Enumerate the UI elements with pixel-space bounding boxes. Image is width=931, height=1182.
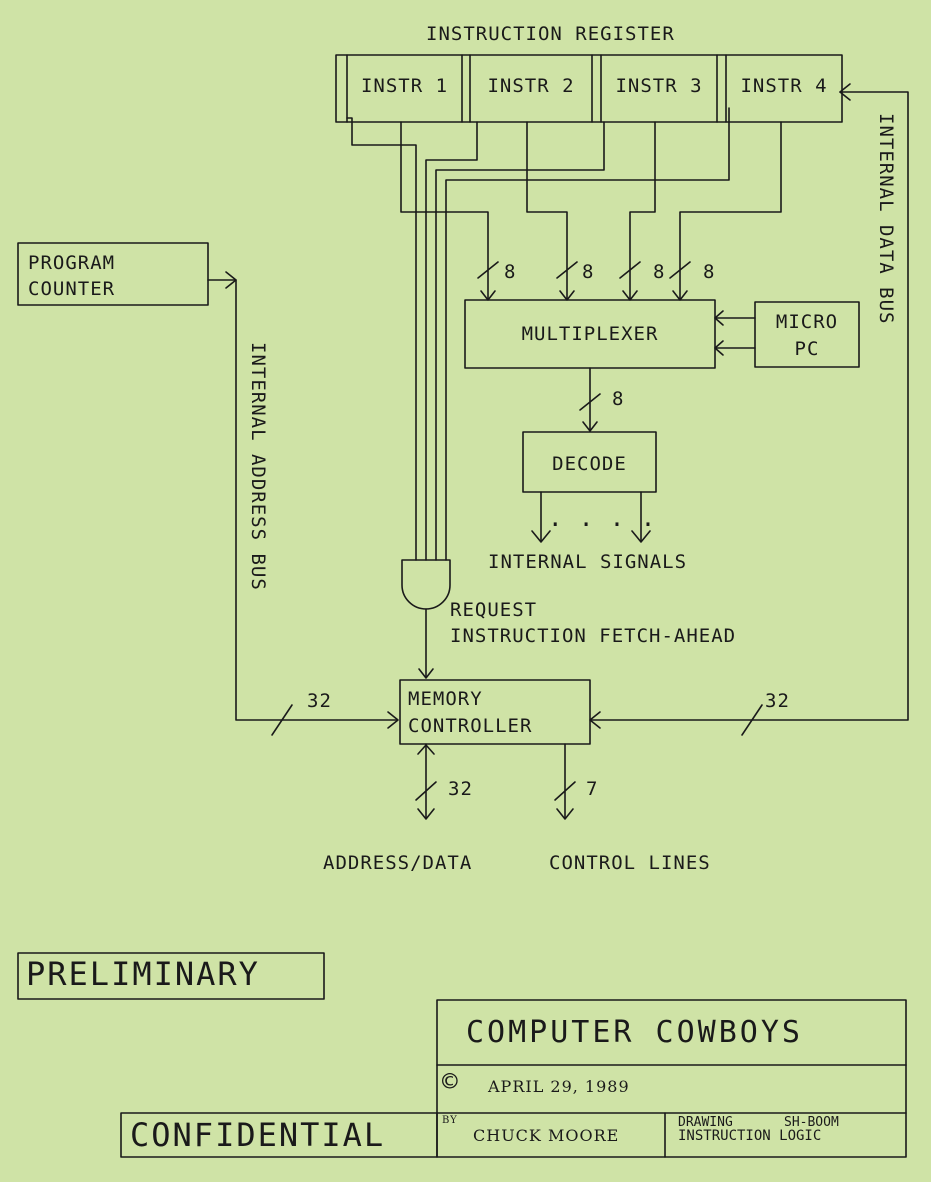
decode-bus-width: 8 — [612, 388, 625, 410]
request-label-2: INSTRUCTION FETCH-AHEAD — [450, 625, 737, 647]
memory-controller-label-2: CONTROLLER — [408, 715, 533, 737]
request-label-1: REQUEST — [450, 599, 538, 621]
instr-3-label: INSTR 3 — [615, 75, 703, 97]
instr-2-label: INSTR 2 — [487, 75, 575, 97]
author-name: CHUCK MOORE — [473, 1126, 620, 1145]
program-counter-box — [17, 242, 209, 306]
title-block — [436, 999, 907, 1158]
copyright-symbol: © — [442, 1067, 459, 1097]
drawing-date: APRIL 29, 1989 — [488, 1077, 630, 1096]
signal-dots: . . . . — [548, 504, 657, 532]
confidential-stamp: CONFIDENTIAL — [130, 1116, 386, 1154]
decode-box — [522, 431, 657, 493]
control-lines-output-label: CONTROL LINES — [549, 852, 711, 874]
internal-address-bus-label: INTERNAL ADDRESS BUS — [247, 342, 269, 591]
drawing-title: INSTRUCTION LOGIC — [678, 1128, 822, 1144]
and-gate — [401, 559, 451, 610]
program-counter-label-1: PROGRAM — [28, 252, 116, 274]
micro-pc-box — [754, 301, 860, 368]
internal-data-bus-label: INTERNAL DATA BUS — [875, 113, 897, 325]
drawing-label: DRAWING — [678, 1115, 733, 1130]
control-width: 7 — [586, 778, 599, 800]
multiplexer-label: MULTIPLEXER — [521, 323, 659, 345]
instr-2-width: 8 — [582, 261, 595, 283]
instruction-register-box — [335, 54, 843, 123]
internal-signals-label: INTERNAL SIGNALS — [488, 551, 688, 573]
preliminary-stamp: PRELIMINARY — [26, 955, 260, 993]
micro-pc-label-1: MICRO — [775, 311, 839, 333]
instr-3-width: 8 — [653, 261, 666, 283]
instr-1-width: 8 — [504, 261, 517, 283]
program-counter-label-2: COUNTER — [28, 278, 116, 300]
address-in-width: 32 — [307, 690, 332, 712]
decode-label: DECODE — [552, 453, 627, 475]
by-label: BY — [442, 1115, 458, 1126]
company-name: COMPUTER COWBOYS — [466, 1015, 803, 1050]
fetch-ahead-lines — [346, 107, 730, 561]
preliminary-stamp-box — [17, 952, 325, 1000]
data-in-width: 32 — [765, 690, 790, 712]
instr-4-width: 8 — [703, 261, 716, 283]
instr-1-label: INSTR 1 — [360, 75, 449, 97]
memory-controller-label-1: MEMORY — [408, 688, 483, 710]
memory-controller-box — [399, 679, 591, 745]
address-data-output-label: ADDRESS/DATA — [323, 852, 473, 874]
address-data-width: 32 — [448, 778, 473, 800]
instruction-register-title: INSTRUCTION REGISTER — [426, 23, 675, 45]
micro-pc-label-2: PC — [794, 338, 820, 360]
drawing-id: SH-BOOM — [784, 1115, 839, 1130]
instr-4-label: INSTR 4 — [740, 75, 828, 97]
